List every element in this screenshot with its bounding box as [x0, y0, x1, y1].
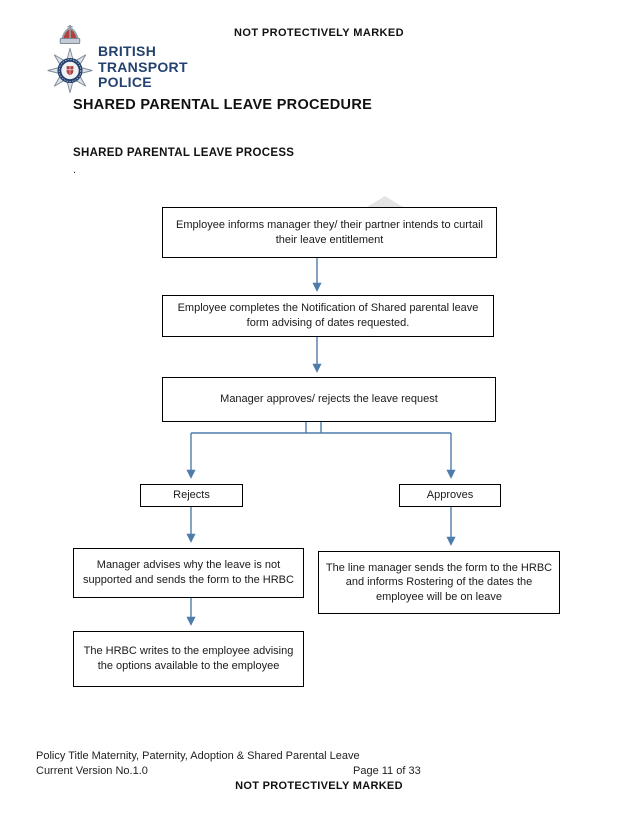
footer-version: Current Version No.1.0	[36, 765, 148, 777]
stray-period: .	[73, 164, 77, 176]
flow-step-inform-manager: Employee informs manager they/ their par…	[162, 207, 497, 258]
logo-line-police: POLICE	[98, 74, 152, 90]
flow-step-reject-outcome: Manager advises why the leave is not sup…	[73, 548, 304, 598]
btp-crest-icon	[47, 25, 93, 93]
page-title: SHARED PARENTAL LEAVE PROCEDURE	[73, 97, 373, 113]
page-footer: Policy Title Maternity, Paternity, Adopt…	[36, 750, 602, 795]
flow-step-complete-notification: Employee completes the Notification of S…	[162, 295, 494, 337]
flow-step-approve-outcome: The line manager sends the form to the H…	[318, 551, 560, 614]
flow-step-manager-decision: Manager approves/ rejects the leave requ…	[162, 377, 496, 422]
flow-branch-approves: Approves	[399, 484, 501, 507]
flow-step-hrbc-writes: The HRBC writes to the employee advising…	[73, 631, 304, 687]
watermark-triangle	[367, 196, 403, 207]
logo-line-transport: TRANSPORT	[98, 58, 188, 75]
footer-page-number: Page 11 of 33	[353, 765, 421, 777]
classification-banner-bottom: NOT PROTECTIVELY MARKED	[235, 780, 403, 792]
flow-branch-rejects: Rejects	[140, 484, 243, 507]
section-heading: SHARED PARENTAL LEAVE PROCESS	[73, 147, 295, 159]
classification-banner-top: NOT PROTECTIVELY MARKED	[234, 27, 404, 39]
footer-policy-title: Policy Title Maternity, Paternity, Adopt…	[36, 750, 360, 762]
logo-line-british: BRITISH	[98, 43, 157, 59]
logo-wordmark: BRITISH TRANSPORT POLICE	[98, 43, 188, 91]
